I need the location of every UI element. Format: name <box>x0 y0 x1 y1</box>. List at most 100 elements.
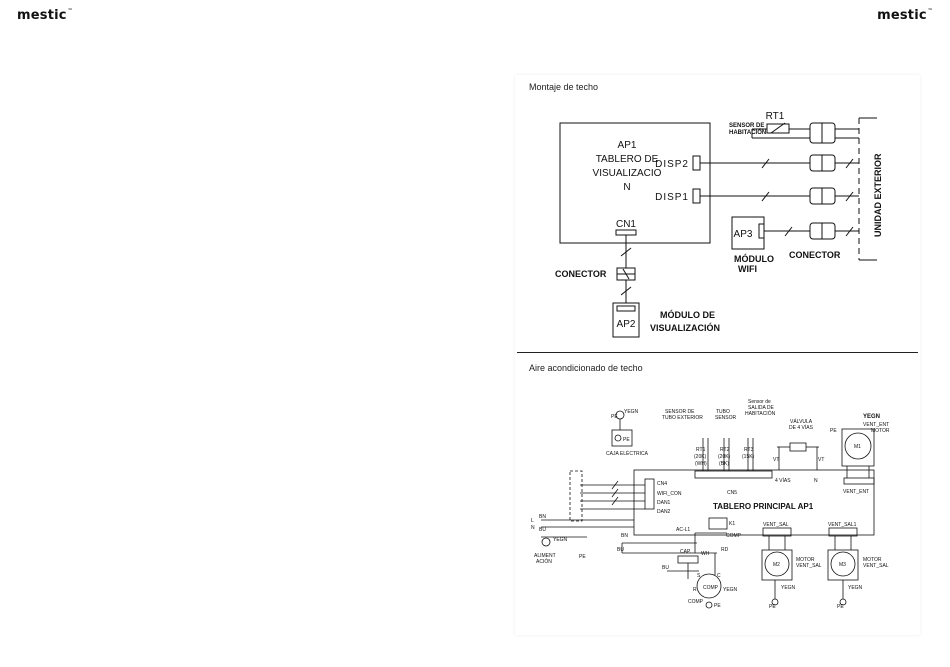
motor-vent-sal2-2: VENT_SAL <box>863 563 889 569</box>
sensor-salida-3: HABITACIÓN <box>745 410 776 417</box>
vent-ent-motor-2: MOTOR <box>871 428 890 434</box>
sensor-label-2: HABITACIÓN <box>729 128 766 136</box>
r-label: R <box>693 587 697 593</box>
l-label: L <box>531 518 534 524</box>
ceiling-mount-diagram: Montaje de techo <box>517 75 918 352</box>
connector-left-label: CONECTOR <box>555 269 607 279</box>
pe-top: PE <box>611 414 618 420</box>
rt2-1: RT2 <box>720 447 730 453</box>
vent-sal-label: VENT_SAL <box>763 522 789 528</box>
vent-ent-motor-1: VENT_ENT <box>863 422 889 428</box>
vent-ent-label: VENT_ENT <box>843 489 869 495</box>
ap2-box <box>612 302 640 338</box>
alimentacion-1: ALIMENT <box>534 553 556 559</box>
pe-box: PE <box>623 437 630 443</box>
rt1-3: (WH) <box>695 461 707 467</box>
k1-label: K1 <box>729 521 735 527</box>
n-label: N <box>814 478 818 484</box>
cn1-connector <box>615 229 637 236</box>
vent-sal1-label: VENT_SAL1 <box>828 522 857 528</box>
ac-l1: AC-L1 <box>676 527 690 533</box>
wh-label: WH <box>701 551 710 557</box>
c-label: C <box>717 573 721 579</box>
cn5-label: CN5 <box>727 490 737 496</box>
comp-label: COMP <box>726 533 742 539</box>
disp2-label: DISP2 <box>655 159 689 170</box>
port-dan2: DAN2 <box>657 509 671 515</box>
pe-motor: PE <box>830 428 837 434</box>
disp1-connector <box>692 188 701 204</box>
sensor-tubo-ext-1: SENSOR DE <box>665 409 695 415</box>
yegn-top: YEGN <box>624 409 639 415</box>
rt3-1: RT3 <box>744 447 754 453</box>
port-cn4: CN4 <box>657 481 667 487</box>
ap1-board-box <box>559 122 711 244</box>
bn-left: BN <box>621 533 628 539</box>
pe-m3: PE <box>837 604 844 610</box>
pe-comp: PE <box>714 603 721 609</box>
vt-right: VT <box>818 457 824 463</box>
bu-mid: BU <box>617 547 624 553</box>
alimentacion-2: ACIÓN <box>536 558 552 565</box>
comp-motor-label: COMP <box>703 585 719 591</box>
section-title-aire: Aire acondicionado de techo <box>529 363 643 373</box>
relay-k1 <box>708 517 728 530</box>
caja-electrica: CAJA ELÉCTRICA <box>606 450 649 457</box>
rt1-1: RT1 <box>696 447 706 453</box>
yegn-m2: YEGN <box>781 585 796 591</box>
cap-label: CAP. <box>680 549 691 555</box>
sensor-label-1: SENSOR DE <box>729 123 764 129</box>
port-dan1: DAN1 <box>657 500 671 506</box>
valvula-1: VÁLVULA <box>790 418 813 425</box>
rt1-2: (20K) <box>694 454 707 460</box>
brand-logo-right: mestic™ <box>877 8 933 23</box>
rd-label: RD <box>721 547 729 553</box>
rt3-2: (15K) <box>742 454 755 460</box>
ap2-label: AP2 <box>617 319 636 330</box>
pe-left: PE <box>579 554 586 560</box>
sensor-salida-1: Sensor de <box>748 399 771 405</box>
section-title-montaje: Montaje de techo <box>529 82 599 92</box>
ap3-label: AP3 <box>734 229 753 240</box>
display-module-label-2: VISUALIZACIÓN <box>650 322 720 333</box>
m3-label: M3 <box>839 562 846 568</box>
compressor <box>696 573 722 599</box>
rt1-label: RT1 <box>766 111 785 122</box>
wifi-label-2: WIFI <box>738 264 757 274</box>
tubo-sensor-2: SENSOR <box>715 415 737 421</box>
main-board-ap1 <box>633 469 875 536</box>
ceiling-ac-diagram: Aire acondicionado de techo <box>517 352 918 635</box>
ap1-label-1: AP1 <box>618 140 637 151</box>
tablero-label: TABLERO PRINCIPAL AP1 <box>713 502 814 511</box>
sensor-tubo-ext-2: TUBO EXTERIOR <box>662 415 703 421</box>
rt2-2: (20K) <box>718 454 731 460</box>
ap1-label-3: VISUALIZACIO <box>593 168 662 179</box>
motor-vent-sal-2: VENT_SAL <box>796 563 822 569</box>
valvula-2: DE 4 VÍAS <box>789 424 814 431</box>
yegn-left: YEGN <box>553 537 568 543</box>
m2-label: M2 <box>773 562 780 568</box>
bn-label: BN <box>539 514 546 520</box>
display-module-label-1: MÓDULO DE <box>660 309 715 320</box>
comp-bottom: COMP <box>688 599 704 605</box>
four-way-valve <box>789 442 807 452</box>
disp2-connector <box>692 155 701 171</box>
rt2-3: (BK) <box>719 461 729 467</box>
yegn-comp: YEGN <box>723 587 738 593</box>
brand-logo-left: mestic™ <box>17 8 73 23</box>
motor-m3 <box>830 551 856 577</box>
disp1-label: DISP1 <box>655 192 689 203</box>
port-wifi-con: WIFI_CON <box>657 491 682 497</box>
pe-m2: PE <box>769 604 776 610</box>
m1-label: M1 <box>854 444 861 450</box>
s-label: S <box>697 573 701 579</box>
cuatro-vias: 4 VÍAS <box>775 477 791 484</box>
motor-m1 <box>844 432 872 460</box>
sensor-salida-2: SALIDA DE <box>748 405 775 411</box>
motor-vent-sal2-1: MOTOR <box>863 557 882 563</box>
wiring-diagram-top: AP1 TABLERO DE VISUALIZACIO N CN1 DISP2 … <box>555 111 883 338</box>
n-in-label: N <box>531 525 535 531</box>
motor-m2 <box>764 551 790 577</box>
yegn-m3: YEGN <box>848 585 863 591</box>
outdoor-unit-label: UNIDAD EXTERIOR <box>873 153 883 237</box>
